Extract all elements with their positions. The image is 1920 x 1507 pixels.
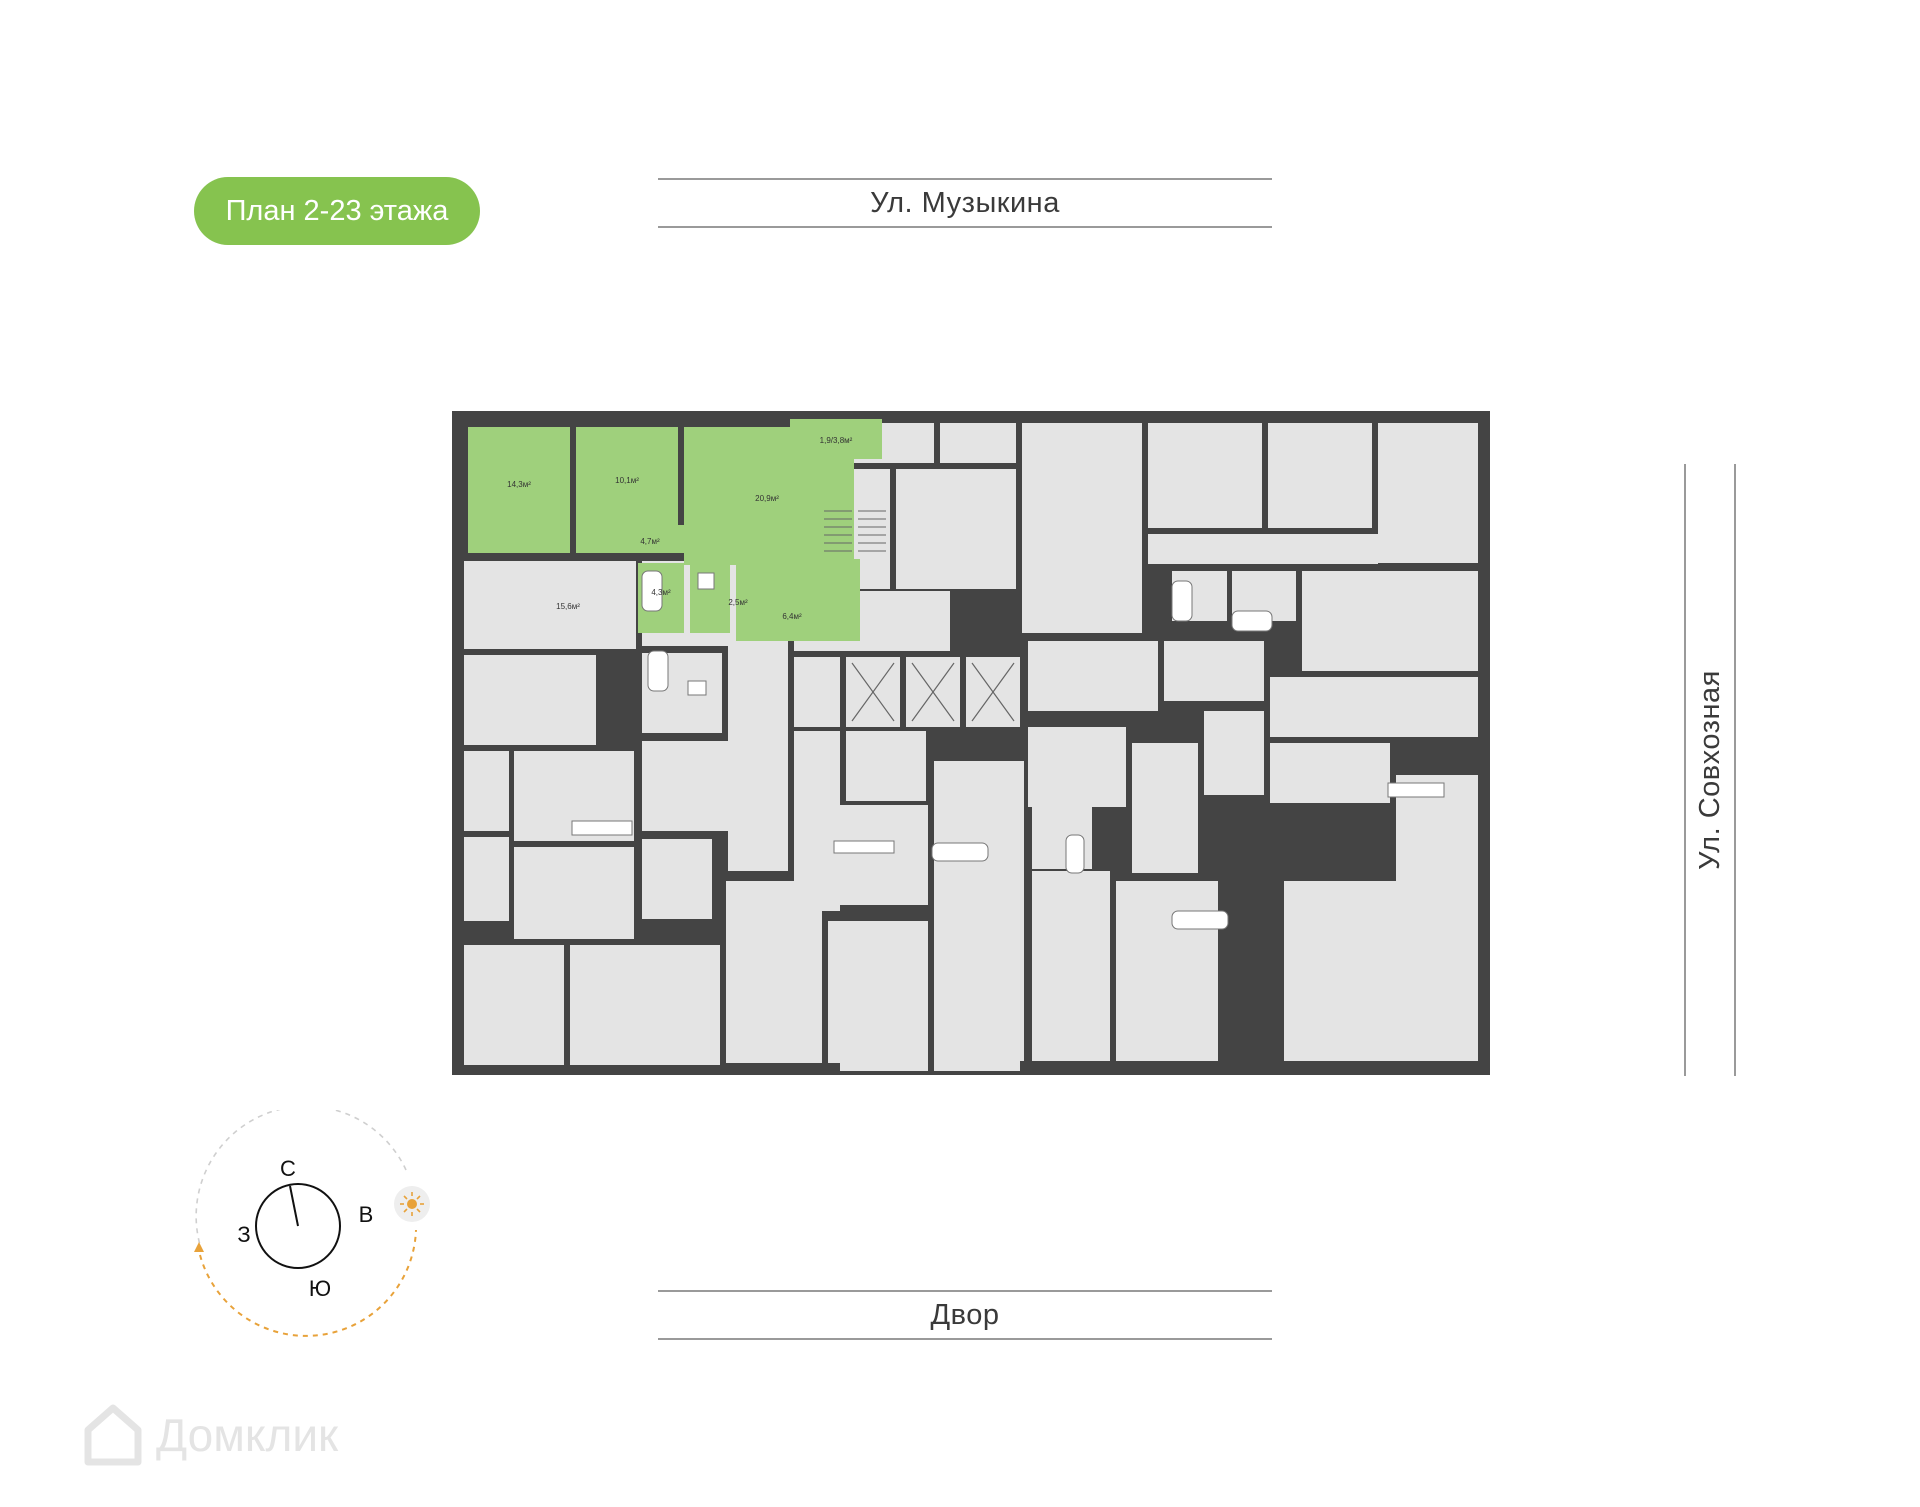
room xyxy=(1378,423,1478,563)
room xyxy=(464,655,596,745)
compass-south: Ю xyxy=(309,1276,331,1301)
room-loggia xyxy=(790,419,882,459)
room xyxy=(464,945,564,1065)
room xyxy=(1148,423,1262,528)
sun-path-arrow-icon xyxy=(194,1242,204,1252)
area-label: 6,4м² xyxy=(782,612,802,621)
room xyxy=(1270,743,1390,803)
floor-plan-badge: План 2-23 этажа xyxy=(194,177,480,245)
street-right: Ул. Совхозная xyxy=(1684,464,1736,1076)
fixtures xyxy=(571,570,1445,930)
street-top: Ул. Музыкина xyxy=(658,178,1272,228)
area-label: 4,7м² xyxy=(640,537,660,546)
area-label: 4,3м² xyxy=(651,588,671,597)
room xyxy=(896,469,1016,589)
bath-icon xyxy=(641,570,663,612)
area-labels: 14,3м² 10,1м² 20,9м² 1,9/3,8м² 4,7м² 15,… xyxy=(507,436,853,621)
kitchen-icon xyxy=(833,840,895,854)
room xyxy=(642,839,712,919)
bath-icon xyxy=(1171,580,1193,622)
street-bottom-label: Двор xyxy=(930,1299,1000,1331)
area-label: 14,3м² xyxy=(507,480,531,489)
room xyxy=(934,761,1024,1061)
watermark: Домклик xyxy=(80,1400,440,1470)
street-top-label: Ул. Музыкина xyxy=(870,187,1060,219)
kitchen-icon xyxy=(1387,782,1445,798)
room-10-1 xyxy=(576,427,678,525)
lift-marks xyxy=(851,662,1015,722)
bath-icon xyxy=(1171,910,1229,930)
room xyxy=(940,423,1016,463)
balcony xyxy=(840,1031,928,1071)
room xyxy=(1204,711,1264,795)
sun-path-day xyxy=(195,1110,407,1246)
compass-west: З xyxy=(237,1222,250,1247)
room xyxy=(514,847,634,939)
sun-icon xyxy=(394,1186,430,1222)
room xyxy=(464,751,509,831)
room xyxy=(726,881,822,1063)
area-label: 2,5м² xyxy=(728,598,748,607)
room xyxy=(846,731,926,801)
stair-steps xyxy=(824,510,886,552)
room xyxy=(1116,881,1218,1061)
house-icon xyxy=(84,1404,142,1466)
room-corridor xyxy=(736,559,860,641)
selected-apartment xyxy=(468,419,882,641)
area-label: 1,9/3,8м² xyxy=(820,436,853,445)
room xyxy=(1284,881,1478,1061)
compass: С В Ю З xyxy=(194,1110,430,1337)
area-label: 20,9м² xyxy=(755,494,779,503)
bath-icon xyxy=(1231,610,1273,632)
floor-plan: 14,3м² 10,1м² 20,9м² 1,9/3,8м² 4,7м² 15,… xyxy=(452,411,1490,1075)
room xyxy=(794,657,840,727)
room xyxy=(464,561,636,649)
area-label: 15,6м² xyxy=(556,602,580,611)
room-14-3 xyxy=(468,427,570,553)
room xyxy=(1032,871,1110,1061)
watermark-text: Домклик xyxy=(156,1409,339,1461)
kitchen-icon xyxy=(571,820,633,836)
room xyxy=(1302,571,1478,671)
room-hall xyxy=(576,525,726,553)
compass-north: С xyxy=(280,1156,296,1181)
room xyxy=(1028,641,1158,711)
room xyxy=(1268,423,1372,528)
toilet-icon xyxy=(687,680,707,696)
shower-icon xyxy=(697,572,715,590)
room xyxy=(1270,677,1478,737)
street-right-label: Ул. Совхозная xyxy=(1694,670,1726,870)
compass-needle xyxy=(289,1185,299,1227)
street-bottom: Двор xyxy=(658,1290,1272,1340)
room xyxy=(732,801,788,871)
compass-east: В xyxy=(359,1202,374,1227)
room xyxy=(834,805,928,905)
bath-icon xyxy=(931,842,989,862)
bath-icon xyxy=(647,650,669,692)
room xyxy=(1148,534,1378,564)
room xyxy=(1132,743,1198,873)
area-label: 10,1м² xyxy=(615,476,639,485)
room xyxy=(570,945,720,1065)
room xyxy=(464,837,509,921)
room xyxy=(1164,641,1264,701)
bath-icon xyxy=(1065,834,1085,874)
room xyxy=(1022,423,1142,633)
balcony xyxy=(934,1031,1020,1071)
